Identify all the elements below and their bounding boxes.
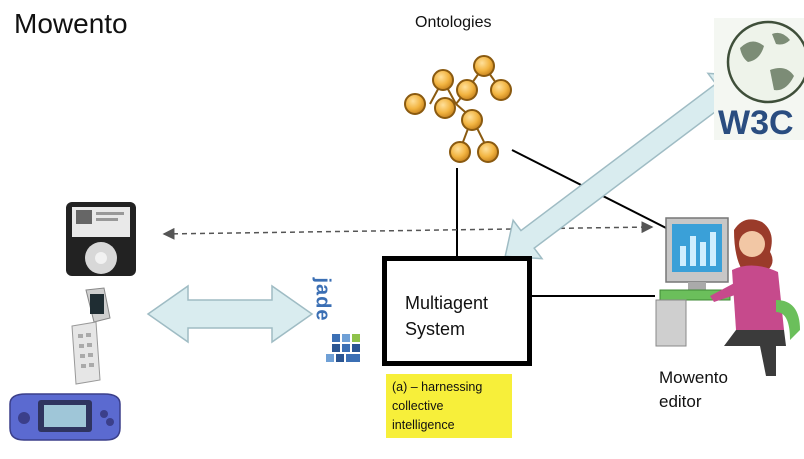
- diagram-title: Mowento: [14, 8, 128, 39]
- game-boy-advance-icon: [9, 393, 121, 441]
- note-line3: intelligence: [392, 418, 455, 432]
- ipod-icon: [66, 202, 136, 276]
- device-to-editor-dashed-arrow: [162, 221, 654, 240]
- jade-logo-text: jade: [311, 277, 334, 322]
- ontology-tree-icon: [404, 55, 512, 163]
- multiagent-system-box: Multiagent System: [382, 256, 532, 366]
- note-line2: collective: [392, 399, 444, 413]
- multiagent-label-line2: System: [405, 319, 466, 339]
- w3c-globe-icon: W3C: [714, 18, 804, 142]
- ontologies-label: Ontologies: [415, 14, 492, 31]
- multiagent-label-line1: Multiagent: [405, 293, 489, 313]
- devices-to-system-double-arrow: [146, 284, 314, 344]
- jade-logo-icon: [326, 256, 360, 362]
- editor-label-line1: Mowento: [659, 368, 728, 387]
- editor-label-line2: editor: [659, 392, 702, 411]
- person-at-computer-icon: [655, 217, 800, 376]
- flip-phone-icon: [71, 287, 111, 385]
- harnessing-note: (a) – harnessing collective intelligence: [386, 374, 512, 438]
- w3c-logo-text: W3C: [718, 104, 794, 142]
- note-line1: (a) – harnessing: [392, 380, 483, 394]
